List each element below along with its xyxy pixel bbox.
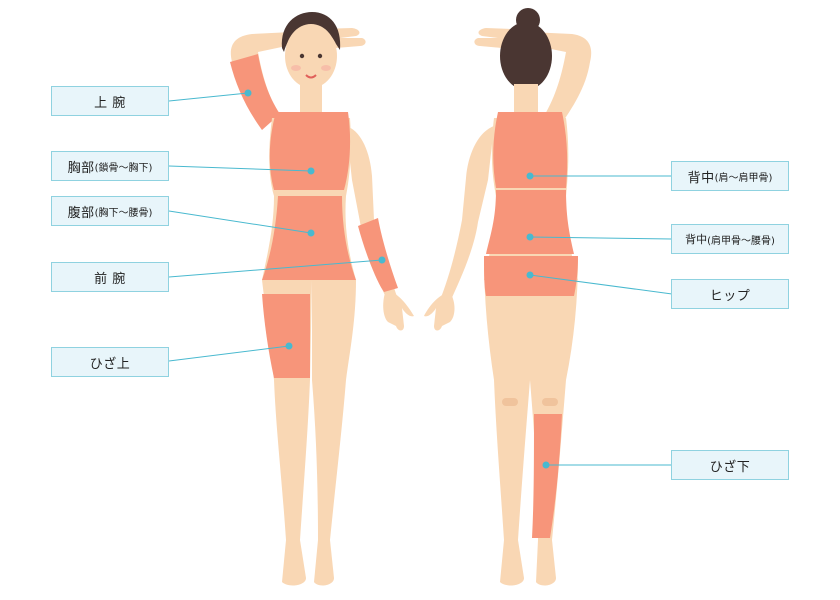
front-mouth [305, 74, 317, 79]
back-raised-arm [526, 32, 592, 126]
label-below-knee: ひざ下 [671, 450, 789, 480]
label-lower-back-text: 背中 [685, 233, 708, 246]
back-hanging-arm [440, 126, 494, 302]
dot-abdomen [307, 229, 315, 237]
front-abdomen-zone [262, 196, 356, 280]
front-figure [230, 12, 414, 586]
front-eye-left [299, 53, 305, 59]
label-lower-back-sub: (肩甲骨〜腰骨) [707, 235, 775, 247]
label-upper-back-text: 背中 [687, 170, 715, 186]
front-upper-arm-zone [230, 54, 280, 130]
label-abdomen-text: 腹部 [67, 205, 95, 221]
label-upper-back: 背中(肩〜肩甲骨) [671, 161, 789, 191]
front-hand-right [383, 290, 414, 331]
dot-above-knee [285, 342, 293, 350]
back-below-knee-zone [532, 414, 562, 538]
front-chest-zone [269, 112, 351, 190]
label-chest: 胸部(鎖骨〜胸下) [51, 151, 169, 181]
dot-upper-back [526, 172, 534, 180]
label-lower-back: 背中(肩甲骨〜腰骨) [671, 224, 789, 254]
front-cheek-right [321, 65, 331, 71]
label-abdomen: 腹部(胸下〜腰骨) [51, 196, 169, 226]
front-above-knee-zone [262, 294, 310, 378]
label-hip-text: ヒップ [709, 288, 751, 304]
label-above-knee: ひざ上 [51, 347, 169, 377]
label-upper-arm-text: 上 腕 [94, 95, 126, 111]
front-forearm-zone [358, 218, 398, 292]
back-leg-left [484, 256, 530, 586]
back-knee-mark-left [502, 398, 518, 406]
back-head-hair [500, 22, 552, 90]
connector-lines [168, 92, 673, 466]
connector-chest [168, 165, 312, 172]
label-upper-back-sub: (肩〜肩甲骨) [714, 172, 773, 184]
dot-forearm [378, 256, 386, 264]
connector-dots [244, 89, 550, 469]
dot-below-knee [542, 461, 550, 469]
label-abdomen-sub: (胸下〜腰骨) [94, 207, 153, 219]
front-face [285, 24, 337, 88]
label-hip: ヒップ [671, 279, 789, 309]
dot-lower-back [526, 233, 534, 241]
front-eye-right [317, 53, 323, 59]
back-upper-back-zone [493, 112, 568, 188]
label-chest-sub: (鎖骨〜胸下) [94, 162, 153, 174]
front-neck [300, 84, 322, 116]
connector-abdomen [168, 210, 312, 234]
back-knee-mark-right [542, 398, 558, 406]
front-hair [281, 12, 341, 52]
label-forearm: 前 腕 [51, 262, 169, 292]
front-hanging-arm [346, 126, 398, 302]
label-chest-text: 胸部 [67, 160, 95, 176]
back-hand-left [424, 292, 455, 331]
label-above-knee-text: ひざ上 [89, 356, 131, 372]
front-cheek-left [291, 65, 301, 71]
back-neck [514, 84, 538, 116]
back-lower-back-zone [486, 190, 574, 254]
back-figure [424, 8, 592, 586]
connector-forearm [168, 259, 383, 278]
connector-above-knee [168, 345, 290, 362]
dot-upper-arm [244, 89, 252, 97]
dot-hip [526, 271, 534, 279]
label-below-knee-text: ひざ下 [709, 459, 751, 475]
dot-chest [307, 167, 315, 175]
label-forearm-text: 前 腕 [94, 271, 126, 287]
connector-upper-arm [168, 92, 249, 102]
label-upper-arm: 上 腕 [51, 86, 169, 116]
connector-hip [529, 274, 673, 295]
connector-lower-back [529, 236, 673, 240]
front-leg-left [312, 280, 356, 586]
